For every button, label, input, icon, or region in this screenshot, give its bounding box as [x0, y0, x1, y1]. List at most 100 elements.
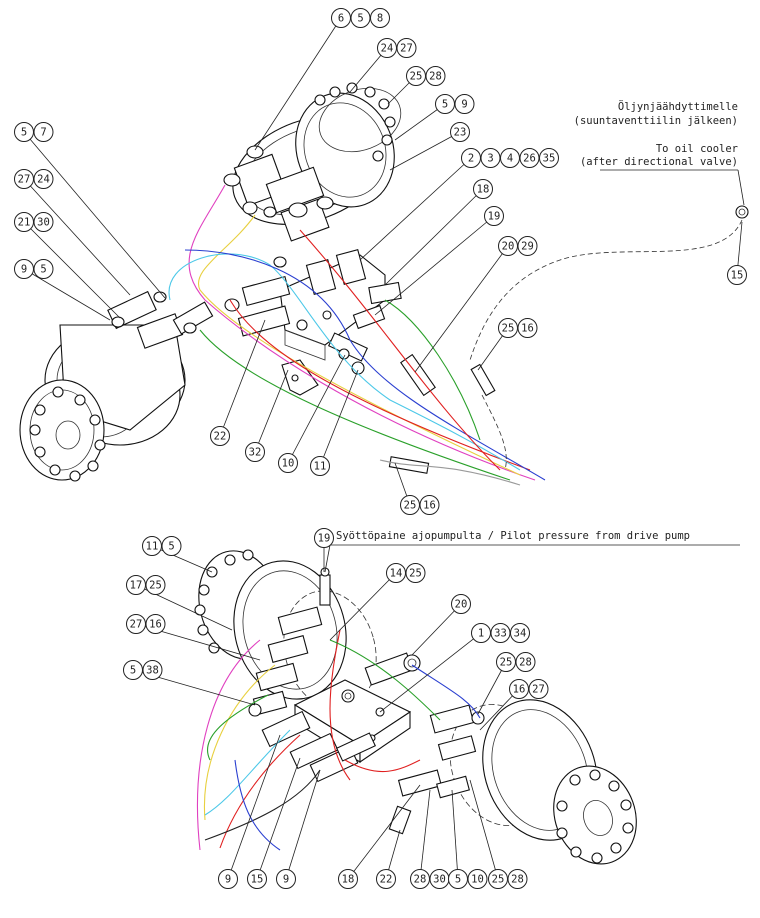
- callout-balloon: [515, 652, 536, 672]
- callout-leader: [379, 632, 482, 713]
- callout-number: 25: [410, 71, 423, 83]
- callout-number: 5: [40, 264, 46, 276]
- callout-leader: [411, 603, 462, 656]
- callout-number: 25: [502, 323, 515, 335]
- callout-number: 30: [37, 217, 50, 229]
- top-rear-wheel-studs: [314, 82, 396, 162]
- callout-b14: 18: [338, 784, 421, 889]
- callout-t20: 25 16: [394, 462, 440, 515]
- callout-balloon: [33, 259, 54, 279]
- hose-line: [379, 459, 521, 486]
- callout-b5: 20: [411, 594, 471, 656]
- note-oil-cooler: Öljynjäähdyttimelle (suuntaventtiilin jä…: [574, 100, 745, 206]
- callout-number: 20: [502, 241, 515, 253]
- callout-number: 9: [21, 264, 27, 276]
- callout-leader: [319, 369, 359, 467]
- callout-number: 17: [130, 580, 143, 592]
- callout-t19: 11: [310, 369, 359, 476]
- callout-balloon: [450, 122, 470, 142]
- callout-balloon: [218, 869, 238, 889]
- callout-leader: [23, 268, 111, 321]
- callout-balloon: [33, 122, 54, 142]
- hose-line: [199, 329, 511, 481]
- callout-number: 28: [429, 71, 442, 83]
- callout-number: 11: [314, 461, 327, 473]
- hose-line: [229, 299, 531, 471]
- callout-number: 28: [519, 657, 532, 669]
- callout-balloon: [314, 528, 334, 548]
- hose-line: [384, 299, 481, 441]
- callout-number: 16: [423, 500, 436, 512]
- callout-balloon: [33, 169, 54, 189]
- note-oil-cooler-fi-1: Öljynjäähdyttimelle: [618, 100, 738, 113]
- hose-line: [196, 639, 261, 851]
- callout-leader: [23, 178, 131, 296]
- note-pilot-text: Syöttöpaine ajopumpulta / Pilot pressure…: [336, 530, 690, 542]
- callout-balloon: [484, 206, 504, 226]
- callout-balloon: [454, 94, 475, 114]
- callout-number: 20: [455, 599, 468, 611]
- callout-b1: 19: [314, 528, 334, 572]
- callout-leader: [287, 354, 346, 464]
- callout-balloon: [161, 536, 182, 556]
- callout-leader: [254, 17, 342, 151]
- callout-number: 19: [488, 211, 501, 223]
- hose-line: [299, 229, 501, 471]
- callout-balloon: [142, 660, 163, 680]
- callout-b13: 9: [276, 769, 321, 889]
- hose-line: [203, 664, 276, 821]
- callout-number: 4: [507, 153, 513, 165]
- hose-line: [197, 214, 521, 476]
- hose-line: [329, 629, 351, 781]
- callout-balloon: [310, 456, 330, 476]
- callout-number: 25: [149, 580, 162, 592]
- callout-number: 30: [433, 874, 446, 886]
- hose-line: [219, 734, 301, 849]
- callout-leader: [23, 221, 121, 319]
- callout-balloon: [245, 442, 265, 462]
- callout-number: 9: [283, 874, 289, 886]
- callout-leader: [254, 369, 289, 453]
- callout-balloon: [247, 869, 267, 889]
- callout-balloon: [338, 869, 358, 889]
- callout-balloon: [517, 318, 538, 338]
- bottom-right-wheel-studs: [556, 769, 634, 864]
- callout-number: 2: [468, 153, 474, 165]
- callout-number: 6: [338, 13, 344, 25]
- hose-line: [411, 664, 481, 719]
- note-oil-cooler-en-1: To oil cooler: [656, 143, 738, 155]
- callout-number: 16: [513, 684, 526, 696]
- callout-number: 25: [404, 500, 417, 512]
- callout-t18: 10: [278, 354, 346, 473]
- callout-t7: 18: [384, 179, 493, 286]
- callout-number: 33: [494, 628, 507, 640]
- callout-balloon: [528, 679, 549, 699]
- callout-balloon: [419, 495, 440, 515]
- callout-leader: [256, 757, 301, 880]
- callout-balloon: [376, 869, 396, 889]
- callout-balloon: [727, 265, 747, 285]
- hose-line: [469, 219, 743, 361]
- callout-balloon: [539, 148, 559, 168]
- callout-number: 22: [380, 874, 393, 886]
- callout-balloon: [517, 236, 538, 256]
- hose-line: [204, 769, 321, 841]
- callout-leader: [151, 545, 213, 573]
- hose-line: [329, 639, 441, 721]
- callout-number: 5: [21, 127, 27, 139]
- callout-number: 22: [214, 431, 227, 443]
- callout-t8: 19: [374, 206, 504, 316]
- callout-number: 15: [251, 874, 264, 886]
- bottom-hoses: [196, 629, 481, 851]
- callout-balloon: [145, 614, 166, 634]
- callout-number: 29: [521, 241, 534, 253]
